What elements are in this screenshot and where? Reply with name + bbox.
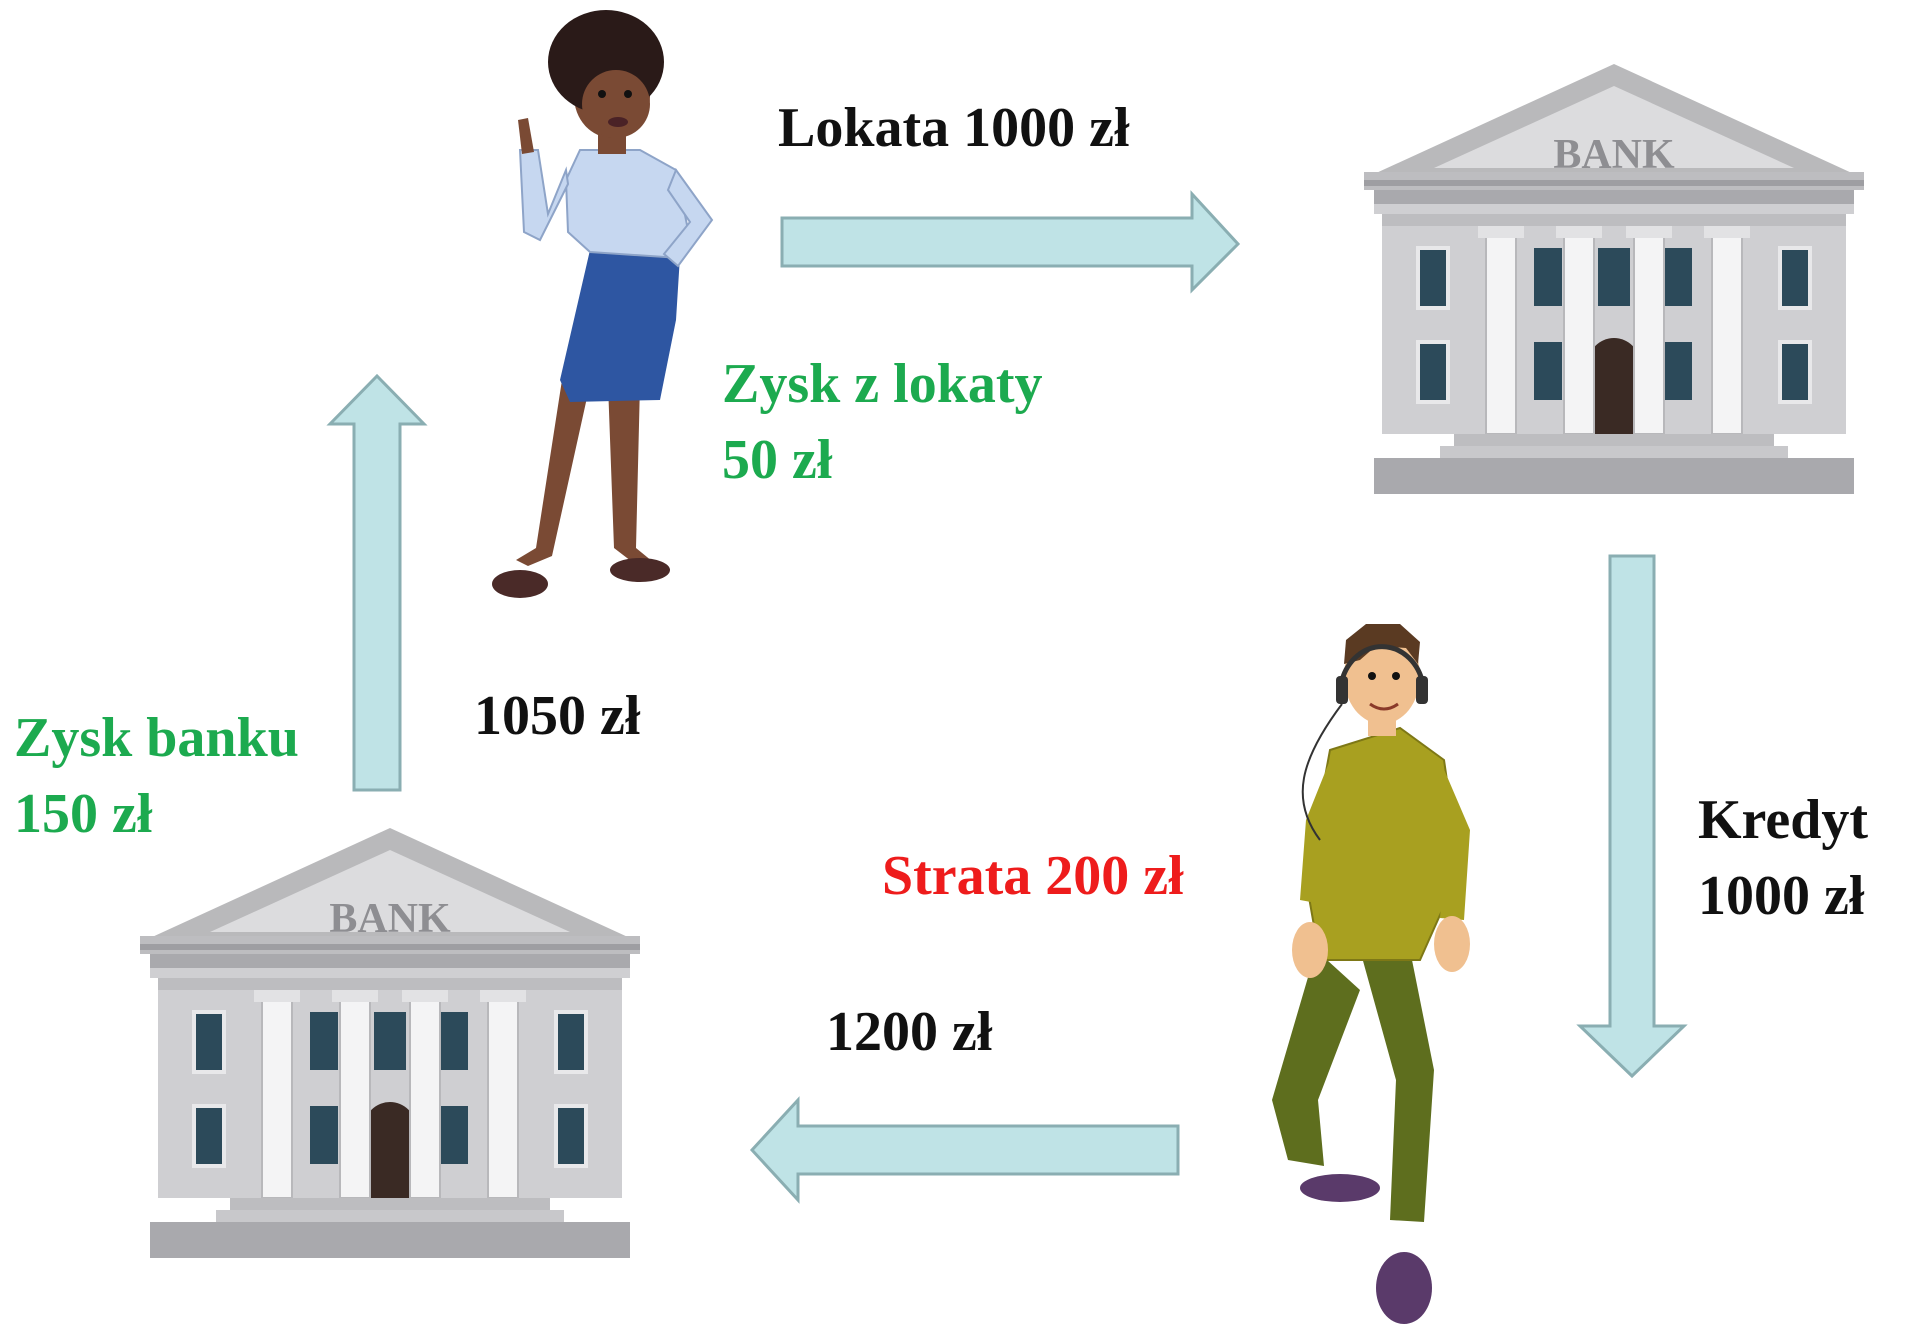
bank-building-bottom: BANK — [138, 826, 642, 1260]
arrow-up — [326, 373, 428, 792]
deposit-label: Lokata 1000 zł — [778, 97, 1130, 159]
arrow-left — [749, 1096, 1180, 1204]
deposit-profit-label: Zysk z lokaty 50 zł — [722, 353, 1043, 491]
payout-label: 1050 zł — [474, 685, 641, 747]
bank-sign-bottom: BANK — [329, 896, 451, 942]
repayment-label: 1200 zł — [826, 1001, 993, 1063]
woman-figure — [492, 10, 714, 598]
man-figure — [1272, 624, 1470, 1324]
credit-label: Kredyt 1000 zł — [1698, 789, 1869, 927]
loss-label: Strata 200 zł — [882, 845, 1184, 907]
arrow-down — [1576, 554, 1688, 1079]
bank-profit-label: Zysk banku 150 zł — [14, 707, 299, 845]
bank-building-top: BANK — [1362, 62, 1866, 496]
bank-sign-top: BANK — [1553, 132, 1675, 178]
arrow-right — [780, 190, 1241, 294]
